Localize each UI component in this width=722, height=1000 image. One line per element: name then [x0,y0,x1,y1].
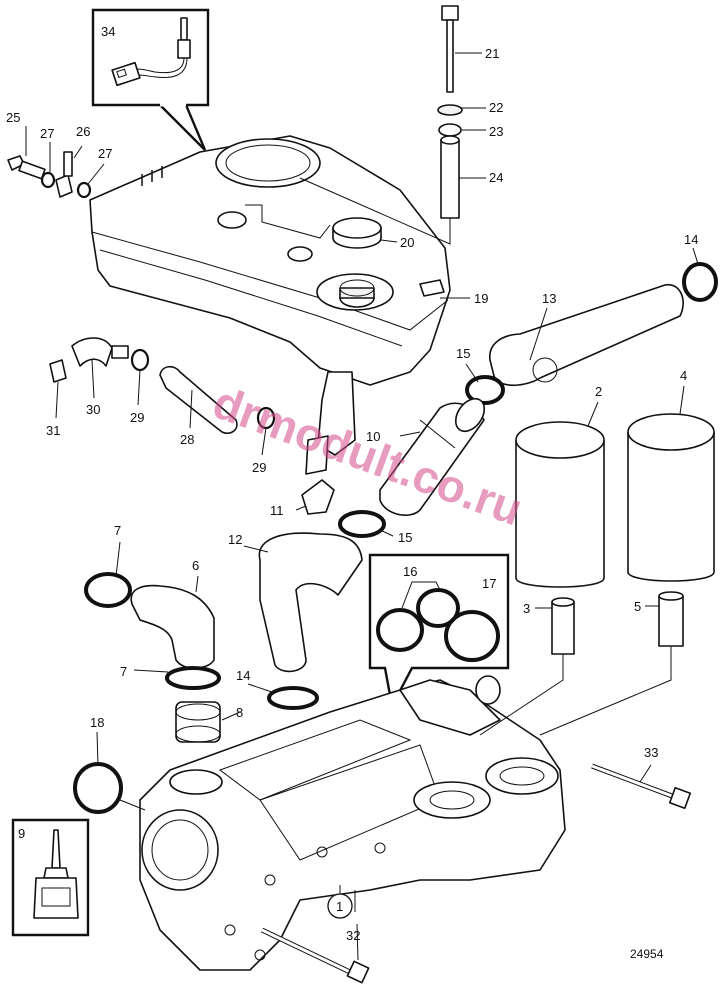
callout-21: 21 [485,46,499,61]
lower-hose [258,532,363,710]
inset-box-orings [368,553,510,710]
elbow-hose [84,572,221,743]
callout-22: 22 [489,100,503,115]
callout-23: 23 [489,124,503,139]
callout-28: 28 [180,432,194,447]
callout-20: 20 [400,235,414,250]
callout-14b: 14 [236,668,250,683]
bolt-33 [591,763,692,810]
callout-27b: 27 [98,146,112,161]
callout-25: 25 [6,110,20,125]
callout-16: 16 [403,564,417,579]
filler-cap [332,217,382,308]
left-fittings [7,151,276,435]
callout-1: 1 [336,899,343,914]
sealant-bottle-icon [33,829,79,919]
callout-15b: 15 [398,530,412,545]
filter-2 [515,421,605,655]
figure-number: 24954 [630,947,664,961]
callout-34: 34 [101,24,115,39]
callout-29b: 29 [252,460,266,475]
callout-29a: 29 [130,410,144,425]
leader-lines [25,52,699,961]
inset-box-sensor: 34 [91,8,210,151]
bolt-32 [260,927,370,984]
callout-7a: 7 [114,523,121,538]
bolt-stack [437,5,463,219]
connector-pipe [301,397,486,538]
callout-7b: 7 [120,664,127,679]
callout-14a: 14 [684,232,698,247]
callout-31: 31 [46,423,60,438]
callout-10: 10 [366,429,380,444]
level-sensor-icon [111,17,191,87]
callout-33: 33 [644,745,658,760]
callout-17: 17 [482,576,496,591]
callouts: 21 22 23 24 20 19 25 27 26 27 30 31 29 2… [6,46,698,943]
cooler-housing [139,675,566,971]
inset-box-sealant [11,818,90,937]
callout-3: 3 [523,601,530,616]
callout-11: 11 [270,503,284,518]
seal-ring [73,762,123,814]
callout-4: 4 [680,368,687,383]
callout-8: 8 [236,705,243,720]
callout-24: 24 [489,170,503,185]
callout-1-circle: 1 [327,893,353,919]
callout-2: 2 [595,384,602,399]
callout-19: 19 [474,291,488,306]
callout-9: 9 [18,826,25,841]
callout-26: 26 [76,124,90,139]
callout-12: 12 [228,532,242,547]
callout-15a: 15 [456,346,470,361]
callout-27a: 27 [40,126,54,141]
callout-32: 32 [346,928,360,943]
filter-4 [627,413,715,647]
callout-18: 18 [90,715,104,730]
callout-13: 13 [542,291,556,306]
callout-5: 5 [634,599,641,614]
callout-30: 30 [86,402,100,417]
upper-hose [465,262,718,405]
callout-6: 6 [192,558,199,573]
